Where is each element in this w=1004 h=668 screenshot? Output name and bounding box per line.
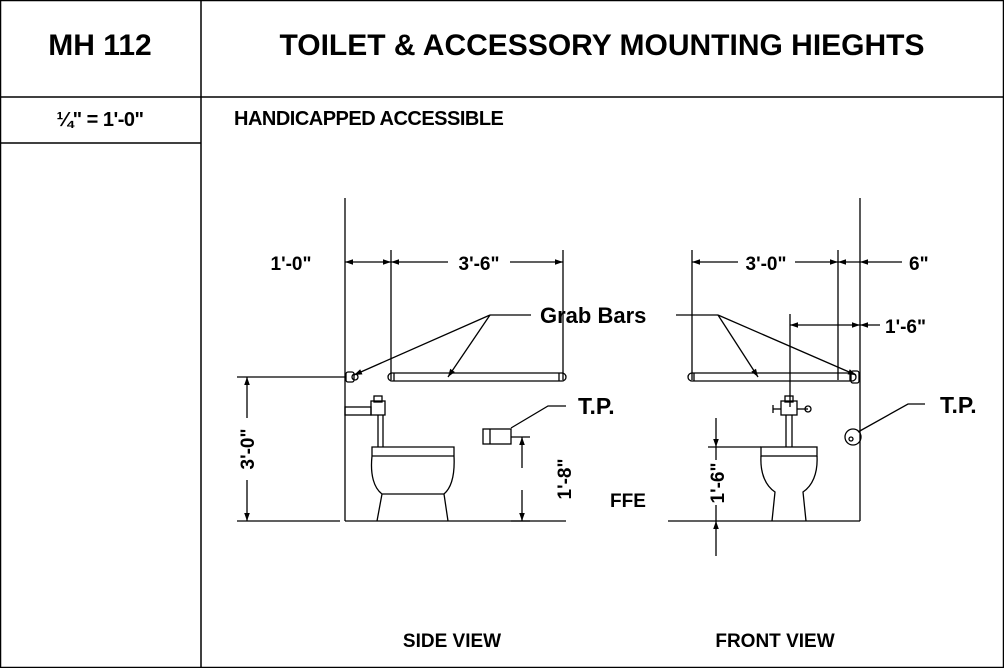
side-dim-grab-height: 3'-0" — [238, 429, 259, 470]
floor-label: FFE — [610, 491, 646, 512]
front-dim-seat-height: 1'-6" — [708, 463, 729, 504]
front-grab-bar — [687, 372, 857, 382]
front-flush-valve — [772, 395, 812, 447]
drawing-scale: ¼" = 1'-0" — [56, 109, 144, 131]
grab-bars-label: Grab Bars — [540, 303, 646, 328]
drawing-subtitle: HANDICAPPED ACCESSIBLE — [234, 108, 504, 130]
front-tp-roll — [844, 428, 862, 446]
front-dim-width: 3'-0" — [746, 254, 787, 275]
front-toilet — [760, 446, 818, 522]
side-tp-dispenser — [482, 428, 512, 445]
front-tp-label: T.P. — [940, 392, 977, 418]
side-view-label: SIDE VIEW — [403, 631, 501, 652]
front-dim-center: 1'-6" — [885, 317, 926, 338]
side-dim-left: 1'-0" — [271, 254, 312, 275]
side-toilet — [370, 446, 455, 522]
sheet-number: MH 112 — [48, 29, 152, 62]
rear-grab-bar — [345, 371, 355, 383]
side-dim-tp-height: 1'-8" — [555, 459, 576, 500]
grab-bars-callout — [353, 314, 857, 378]
side-tp-label: T.P. — [578, 393, 615, 419]
front-dim-side: 6" — [909, 254, 929, 275]
side-dim-right: 3'-6" — [459, 254, 500, 275]
flush-valve — [344, 406, 372, 416]
front-view — [668, 198, 925, 556]
sheet-title: TOILET & ACCESSORY MOUNTING HIEGHTS — [279, 29, 925, 62]
front-view-label: FRONT VIEW — [715, 631, 834, 652]
side-grab-bar — [387, 372, 567, 382]
side-view — [237, 198, 567, 522]
